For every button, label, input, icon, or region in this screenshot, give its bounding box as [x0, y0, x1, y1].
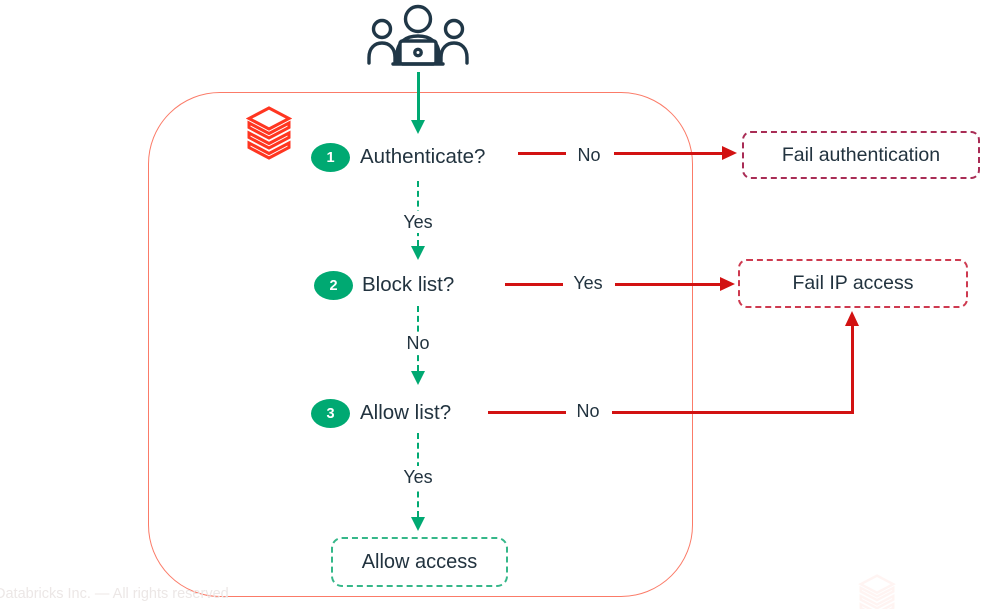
- allow-access-label: Allow access: [361, 550, 478, 573]
- step-2-number: 2: [329, 277, 338, 294]
- step-2-branch-line: [505, 283, 563, 286]
- step-3-number: 3: [326, 405, 335, 422]
- databricks-watermark-icon: [858, 574, 896, 609]
- entry-arrowhead-down-icon: [411, 120, 425, 134]
- step-1-question: Authenticate?: [360, 145, 486, 168]
- fail-ip-access-label: Fail IP access: [792, 272, 914, 294]
- connector-1-2-label: Yes: [396, 211, 440, 233]
- arrowhead-down-icon: [411, 517, 425, 531]
- step-3-branch-label: No: [566, 400, 610, 422]
- step-1-branch-line: [518, 152, 566, 155]
- step-2-branch-label: Yes: [563, 272, 613, 294]
- step-2-question: Block list?: [362, 273, 455, 296]
- step-3-branch-line: [612, 411, 854, 414]
- copyright-text: Databricks Inc. — All rights reserved: [0, 586, 229, 602]
- step-2-badge: 2: [314, 271, 353, 300]
- step-3-badge: 3: [311, 399, 350, 428]
- arrowhead-right-icon: [722, 146, 737, 160]
- connector-2-3-label: No: [396, 332, 440, 354]
- arrowhead-down-icon: [411, 246, 425, 260]
- arrowhead-right-icon: [720, 277, 735, 291]
- arrowhead-down-icon: [411, 371, 425, 385]
- step-1-badge: 1: [311, 143, 350, 172]
- arrowhead-up-icon: [845, 311, 859, 326]
- connector-3-end-label: Yes: [396, 466, 440, 488]
- fail-authentication-box: Fail authentication: [742, 131, 980, 179]
- entry-arrow-line: [417, 72, 420, 121]
- step-2-branch-line: [615, 283, 720, 286]
- fail-authentication-label: Fail authentication: [781, 143, 941, 166]
- step-1-branch-line: [614, 152, 722, 155]
- allow-access-box: Allow access: [331, 537, 508, 587]
- step-3-branch-elbow-line: [851, 324, 854, 414]
- databricks-boundary-box: [148, 92, 693, 597]
- fail-ip-access-box: Fail IP access: [738, 259, 968, 308]
- step-3-question: Allow list?: [360, 401, 452, 424]
- step-1-number: 1: [326, 149, 335, 166]
- step-3-branch-line: [488, 411, 566, 414]
- databricks-logo-icon: [246, 106, 292, 160]
- users-at-laptop-icon: [367, 4, 469, 66]
- step-1-branch-label: No: [566, 144, 612, 166]
